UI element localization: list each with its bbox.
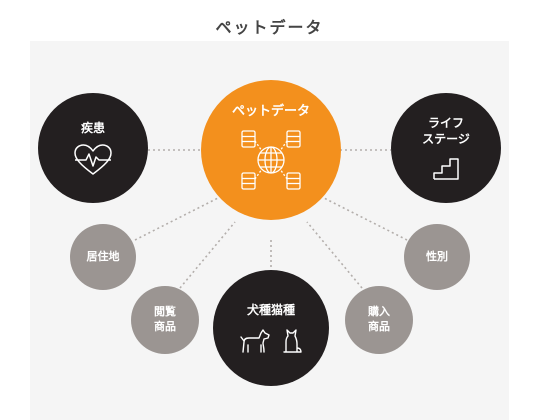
node-browsed-products: 閲覧 商品 xyxy=(131,286,199,354)
node-gender-label: 性別 xyxy=(426,249,448,263)
heart-pulse-icon xyxy=(74,144,112,175)
cat-icon xyxy=(283,329,302,353)
dog-icon xyxy=(240,329,270,353)
node-purchased-products-label: 購入 商品 xyxy=(368,305,390,333)
node-residence-label: 居住地 xyxy=(86,249,120,263)
node-pet-data-hub: ペットデータ xyxy=(201,80,341,220)
link-browsed xyxy=(179,221,236,289)
stairs-icon xyxy=(433,158,459,180)
node-gender: 性別 xyxy=(404,224,470,290)
node-disease: 疾患 xyxy=(38,93,148,203)
link-purchased xyxy=(306,221,363,289)
globe-database-icon xyxy=(241,130,301,190)
node-browsed-products-label: 閲覧 商品 xyxy=(154,305,176,333)
node-disease-label: 疾患 xyxy=(80,120,105,135)
page-title: ペットデータ xyxy=(215,18,324,37)
link-residence xyxy=(134,196,221,241)
node-life-stage: ライフ ステージ xyxy=(391,93,501,203)
node-life-stage-label: ライフ ステージ xyxy=(422,115,470,146)
node-residence: 居住地 xyxy=(70,224,136,290)
node-breed: 犬種猫種 xyxy=(213,270,329,386)
center-label: ペットデータ xyxy=(231,104,310,120)
link-gender xyxy=(321,196,408,241)
node-purchased-products: 購入 商品 xyxy=(345,286,413,354)
node-breed-label: 犬種猫種 xyxy=(246,302,295,317)
